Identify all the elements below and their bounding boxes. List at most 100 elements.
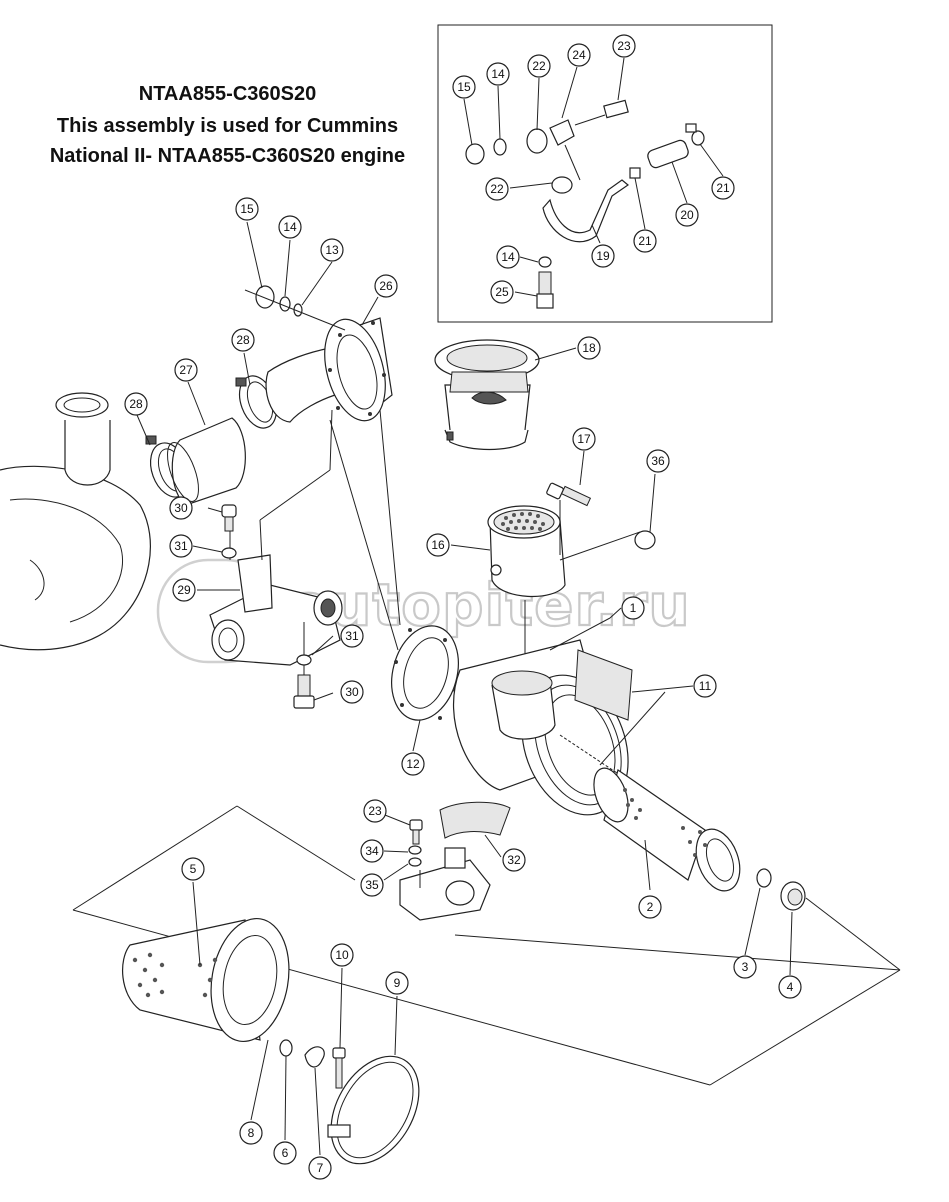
- hose-27: [167, 417, 246, 506]
- callout-28-right: 28: [231, 328, 255, 352]
- callout-30-top: 30: [169, 496, 193, 520]
- callout-12: 12: [401, 752, 425, 776]
- svg-text:6: 6: [282, 1146, 289, 1160]
- svg-text:11: 11: [699, 679, 712, 693]
- inset-callout-19: 19: [591, 244, 615, 268]
- callout-23: 23: [363, 799, 387, 823]
- inset-gasket-22-top: [526, 128, 548, 154]
- callout-1: 1: [621, 596, 645, 620]
- clamp-band-9: [327, 1055, 420, 1165]
- svg-text:4: 4: [787, 980, 794, 994]
- filter-element-5: [122, 917, 290, 1043]
- inset-callout-21-left: 21: [633, 229, 657, 253]
- svg-text:22: 22: [490, 182, 504, 196]
- callout-2: 2: [638, 895, 662, 919]
- callout-36: 36: [646, 449, 670, 473]
- inset-fitting-21-right: [685, 123, 705, 146]
- svg-text:26: 26: [379, 279, 393, 293]
- washer-31-top: [221, 547, 237, 559]
- callout-10: 10: [330, 943, 354, 967]
- bolt-10: [332, 1047, 346, 1089]
- callout-30-bottom: 30: [340, 680, 364, 704]
- svg-text:5: 5: [190, 862, 197, 876]
- callout-13: 13: [320, 238, 344, 262]
- svg-text:25: 25: [495, 285, 509, 299]
- svg-text:24: 24: [572, 48, 586, 62]
- leader-frame-4: [454, 934, 901, 971]
- filter-label-11: [574, 649, 633, 721]
- svg-text:23: 23: [368, 804, 382, 818]
- callout-34: 34: [360, 839, 384, 863]
- inset-callout-14-top: 14: [486, 62, 510, 86]
- inset-callout-23: 23: [612, 34, 636, 58]
- bolt-23-bracket: [409, 819, 423, 845]
- svg-text:14: 14: [501, 250, 515, 264]
- wing-nut-7: [304, 1046, 325, 1068]
- svg-text:18: 18: [582, 341, 596, 355]
- gasket-12: [329, 409, 459, 721]
- svg-text:21: 21: [638, 234, 652, 248]
- inset-nut-15: [465, 143, 485, 165]
- bolt-17: [546, 482, 592, 555]
- svg-text:30: 30: [345, 685, 359, 699]
- svg-text:15: 15: [457, 80, 471, 94]
- leader-frame-1: [72, 805, 238, 911]
- callout-8: 8: [239, 1121, 263, 1145]
- inset-elbow-24: [549, 119, 575, 146]
- mounting-bracket-32: [399, 801, 511, 921]
- callout-18: 18: [577, 336, 601, 360]
- inset-fitting-25: [536, 271, 554, 309]
- svg-text:32: 32: [507, 853, 521, 867]
- washer-34: [408, 845, 422, 855]
- bracket-29: [209, 409, 343, 666]
- svg-text:35: 35: [365, 878, 379, 892]
- inset-callout-20: 20: [675, 203, 699, 227]
- svg-text:36: 36: [651, 454, 665, 468]
- filter-element-2: [593, 767, 741, 892]
- svg-text:29: 29: [177, 583, 191, 597]
- svg-text:3: 3: [742, 960, 749, 974]
- inset-washer-14-bottom: [538, 256, 552, 268]
- callout-17: 17: [572, 427, 596, 451]
- leader-lines: [136, 57, 793, 1156]
- washer-31-bottom: [296, 654, 312, 666]
- svg-text:19: 19: [596, 249, 610, 263]
- svg-text:14: 14: [491, 67, 505, 81]
- svg-text:9: 9: [394, 976, 401, 990]
- callout-9: 9: [385, 971, 409, 995]
- svg-text:23: 23: [617, 39, 631, 53]
- svg-text:20: 20: [680, 208, 694, 222]
- svg-text:34: 34: [365, 844, 379, 858]
- inset-tube-19: [542, 144, 629, 243]
- callout-26: 26: [374, 274, 398, 298]
- washer-6: [279, 1039, 293, 1057]
- inset-callout-15: 15: [452, 75, 476, 99]
- callout-35: 35: [360, 873, 384, 897]
- inset-callout-22-bottom: 22: [485, 177, 509, 201]
- title-line-2: This assembly is used for Cummins: [56, 115, 399, 137]
- svg-text:1: 1: [630, 601, 637, 615]
- svg-text:17: 17: [577, 432, 591, 446]
- title-line-1: NTAA855-C360S20: [138, 83, 317, 105]
- svg-text:10: 10: [335, 948, 349, 962]
- inset-gasket-22-bottom: [551, 176, 573, 194]
- callout-7: 7: [308, 1156, 332, 1180]
- svg-text:2: 2: [647, 900, 654, 914]
- washer-3: [756, 868, 772, 888]
- callout-3: 3: [733, 955, 757, 979]
- callout-32: 32: [502, 848, 526, 872]
- title-line-3: National II- NTAA855-C360S20 engine: [49, 145, 406, 167]
- callouts: 1 2 3 4 5 6 7 8 9 10 11 12 13 14 15 16 1…: [124, 34, 802, 1180]
- svg-text:15: 15: [240, 202, 254, 216]
- inset-bolt-23: [574, 99, 629, 126]
- svg-text:7: 7: [317, 1161, 324, 1175]
- bolt-30-bottom: [293, 622, 315, 709]
- callout-31-top: 31: [169, 534, 193, 558]
- svg-text:12: 12: [406, 757, 420, 771]
- inset-box: [437, 24, 773, 323]
- inset-washer-14: [493, 138, 507, 156]
- svg-text:31: 31: [345, 629, 359, 643]
- elbow-26: [265, 317, 393, 423]
- callout-11: 11: [693, 674, 717, 698]
